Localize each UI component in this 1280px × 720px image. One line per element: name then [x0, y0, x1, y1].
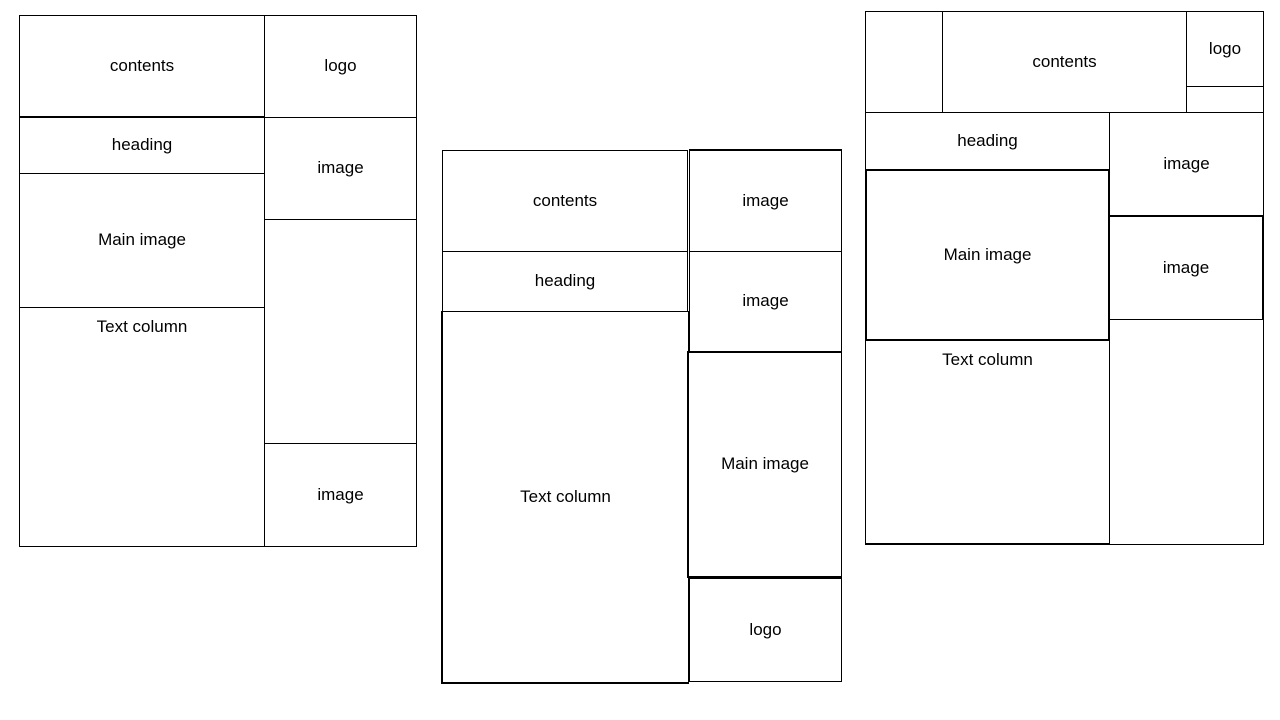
layout-c-contents-block-label: contents — [1032, 51, 1097, 71]
layout-b-main-image-block[interactable]: Main image — [687, 351, 842, 578]
layout-c-logo-sub-block[interactable] — [1186, 86, 1264, 113]
layout-a-image-block-1[interactable]: image — [264, 117, 417, 220]
layout-a-text-column-block[interactable]: Text column — [19, 307, 265, 547]
layout-a-heading-block-label: heading — [111, 135, 173, 155]
layout-a-image-block-2[interactable] — [264, 219, 417, 444]
layout-a-image-block-3-label: image — [317, 484, 364, 504]
layout-a-main-image-block[interactable]: Main image — [19, 173, 265, 308]
layout-c-main-image-block-label: Main image — [943, 244, 1032, 264]
layout-b-image-block-1-label: image — [742, 190, 789, 210]
layout-b-main-image-block-label: Main image — [721, 454, 809, 474]
layout-b-logo-block[interactable]: logo — [689, 578, 842, 682]
layout-a-logo-block-label: logo — [324, 56, 357, 76]
layout-c-logo-block[interactable]: logo — [1186, 11, 1264, 87]
layout-c-heading-block[interactable]: heading — [865, 112, 1110, 170]
layout-a-image-block-1-label: image — [317, 158, 364, 178]
layout-c-text-column-block[interactable]: Text column — [865, 340, 1110, 545]
layout-a-heading-block[interactable]: heading — [19, 117, 265, 174]
layout-b-image-block-2[interactable]: image — [689, 251, 842, 352]
layout-b-heading-block[interactable]: heading — [442, 251, 688, 312]
layout-c-text-column-block-label: Text column — [942, 350, 1033, 369]
layout-c-image-block-1-label: image — [1163, 153, 1210, 173]
layout-a-main-image-block-label: Main image — [98, 230, 186, 250]
layout-b-image-block-1[interactable]: image — [689, 149, 842, 252]
layout-b-contents-block-label: contents — [532, 190, 598, 210]
layout-c-sidebar-corner-block[interactable] — [865, 11, 943, 113]
layout-b-logo-block-label: logo — [749, 619, 782, 639]
layout-c-heading-block-label: heading — [957, 130, 1018, 150]
layout-a-text-column-block-label: Text column — [96, 317, 188, 336]
layout-c-contents-block[interactable]: contents — [942, 11, 1187, 113]
layout-c-right-filler-block[interactable] — [1109, 319, 1264, 545]
layout-a-contents-block[interactable]: contents — [19, 15, 265, 118]
layout-c-image-block-1[interactable]: image — [1109, 112, 1264, 216]
layout-b-text-column-block-label: Text column — [520, 486, 611, 506]
layout-c-logo-block-label: logo — [1208, 38, 1242, 58]
layout-a-contents-block-label: contents — [109, 55, 175, 75]
layout-a-image-block-3[interactable]: image — [264, 443, 417, 547]
layout-b-contents-block[interactable]: contents — [442, 150, 688, 252]
layout-c-main-image-block[interactable]: Main image — [865, 169, 1110, 341]
layout-b-heading-block-label: heading — [534, 271, 596, 291]
layout-b-image-block-2-label: image — [742, 291, 789, 311]
layout-c-image-block-2-label: image — [1162, 257, 1210, 277]
layout-c-image-block-2[interactable]: image — [1109, 215, 1264, 320]
layout-b-text-column-block[interactable]: Text column — [441, 311, 689, 684]
layout-a-logo-block[interactable]: logo — [264, 15, 417, 118]
